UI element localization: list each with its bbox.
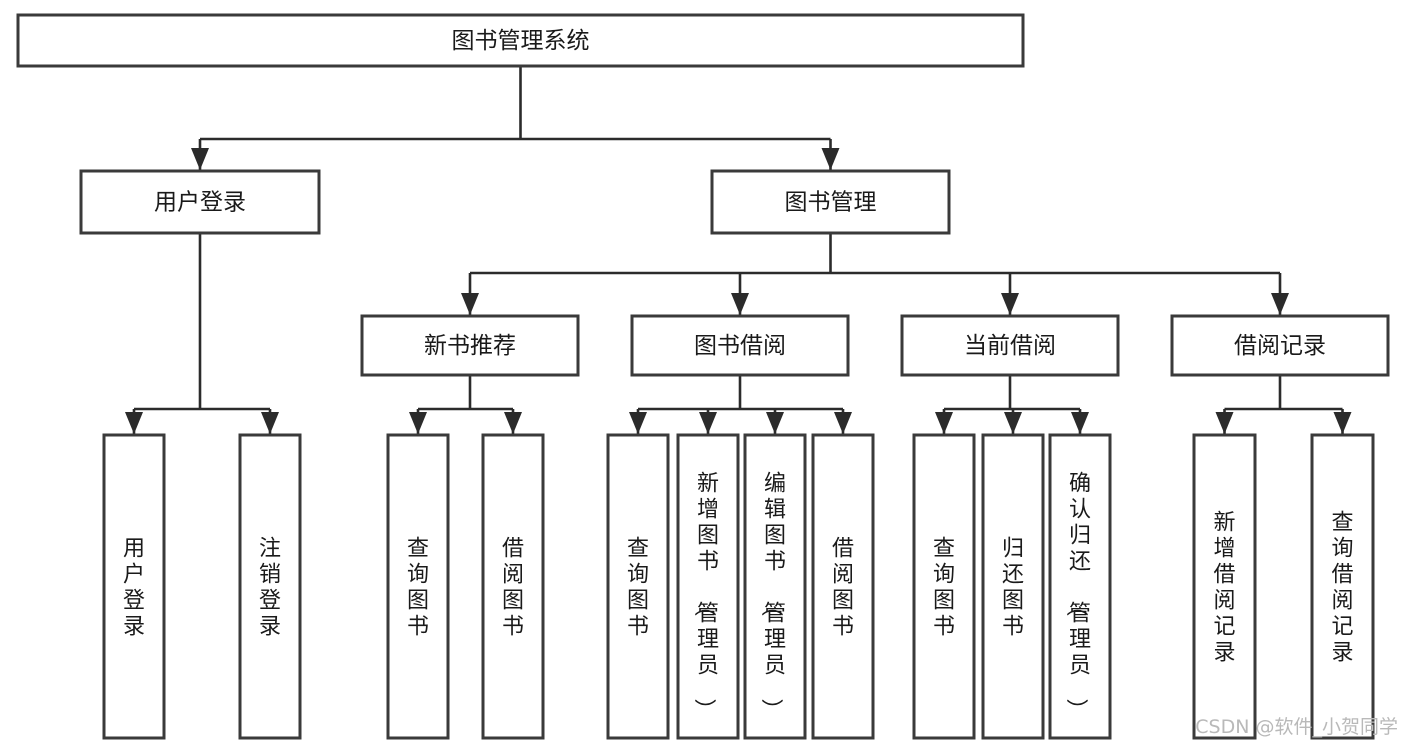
arrow-head-icon xyxy=(1271,293,1289,315)
node-leaf-label-12: 查询借阅记录 xyxy=(1331,511,1353,666)
node-level2-1[interactable] xyxy=(710,169,951,235)
node-leaf-5[interactable] xyxy=(676,433,740,740)
csdn-watermark: CSDN @软件_小贺同学 xyxy=(1195,716,1398,738)
node-leaf-10[interactable] xyxy=(1048,433,1112,740)
node-root[interactable] xyxy=(16,13,1025,68)
node-leaf-label-4: 查询图书 xyxy=(627,537,649,640)
node-level3-1[interactable] xyxy=(630,314,850,377)
arrow-head-icon xyxy=(699,412,717,434)
arrow-head-icon xyxy=(409,412,427,434)
node-leaf-label-0: 用户登录 xyxy=(123,537,145,640)
arrow-head-icon xyxy=(1071,412,1089,434)
node-level2-label-1: 图书管理 xyxy=(785,190,877,216)
arrow-head-icon xyxy=(834,412,852,434)
node-leaf-8[interactable] xyxy=(912,433,976,740)
arrow-head-icon xyxy=(629,412,647,434)
node-leaf-6[interactable] xyxy=(743,433,807,740)
arrow-head-icon xyxy=(1215,412,1234,434)
node-leaf-12[interactable] xyxy=(1310,433,1375,740)
node-level3-label-2: 当前借阅 xyxy=(964,333,1056,359)
node-leaf-label-1: 注销登录 xyxy=(259,537,281,640)
arrow-head-icon xyxy=(1001,293,1019,315)
arrow-head-icon xyxy=(821,148,840,170)
node-leaf-7[interactable] xyxy=(811,433,875,740)
node-root-label: 图书管理系统 xyxy=(452,28,590,54)
node-leaf-label-11: 新增借阅记录 xyxy=(1213,511,1235,666)
arrow-head-icon xyxy=(935,412,953,434)
node-leaf-0[interactable] xyxy=(102,433,166,740)
arrow-head-icon xyxy=(504,412,522,434)
node-leaf-1[interactable] xyxy=(238,433,302,740)
node-level3-label-0: 新书推荐 xyxy=(424,333,516,359)
node-leaf-3[interactable] xyxy=(481,433,545,740)
node-leaf-label-8: 查询图书 xyxy=(933,537,955,640)
node-leaf-label-3: 借阅图书 xyxy=(502,537,524,640)
node-leaf-label-7: 借阅图书 xyxy=(832,537,854,640)
node-leaf-label-5: 新增图书（管理员） xyxy=(691,472,719,721)
node-level2-label-0: 用户登录 xyxy=(154,190,246,216)
node-leaf-label-6: 编辑图书（管理员） xyxy=(758,472,786,721)
arrow-head-icon xyxy=(766,412,784,434)
node-layer: 图书管理系统用户登录图书管理新书推荐图书借阅当前借阅借阅记录用户登录注销登录查询… xyxy=(16,13,1390,740)
node-leaf-4[interactable] xyxy=(606,433,670,740)
arrow-head-icon xyxy=(261,412,279,434)
node-level2-0[interactable] xyxy=(79,169,321,235)
node-level3-label-1: 图书借阅 xyxy=(694,333,786,359)
arrow-head-icon xyxy=(191,148,209,170)
node-leaf-label-2: 查询图书 xyxy=(407,537,429,640)
node-leaf-label-10: 确认归还（管理员） xyxy=(1063,472,1091,721)
node-leaf-2[interactable] xyxy=(386,433,450,740)
node-leaf-label-9: 归还图书 xyxy=(1002,537,1024,640)
arrow-head-icon xyxy=(461,293,479,315)
node-level3-0[interactable] xyxy=(360,314,580,377)
node-level3-label-3: 借阅记录 xyxy=(1234,333,1326,359)
node-leaf-11[interactable] xyxy=(1192,433,1257,740)
arrow-head-icon xyxy=(125,412,143,434)
arrow-head-icon xyxy=(731,293,749,315)
node-level3-3[interactable] xyxy=(1170,314,1390,377)
node-leaf-9[interactable] xyxy=(981,433,1045,740)
arrow-head-icon xyxy=(1333,412,1352,434)
node-level3-2[interactable] xyxy=(900,314,1120,377)
arrow-head-icon xyxy=(1004,412,1022,434)
connector-layer xyxy=(125,66,1352,434)
